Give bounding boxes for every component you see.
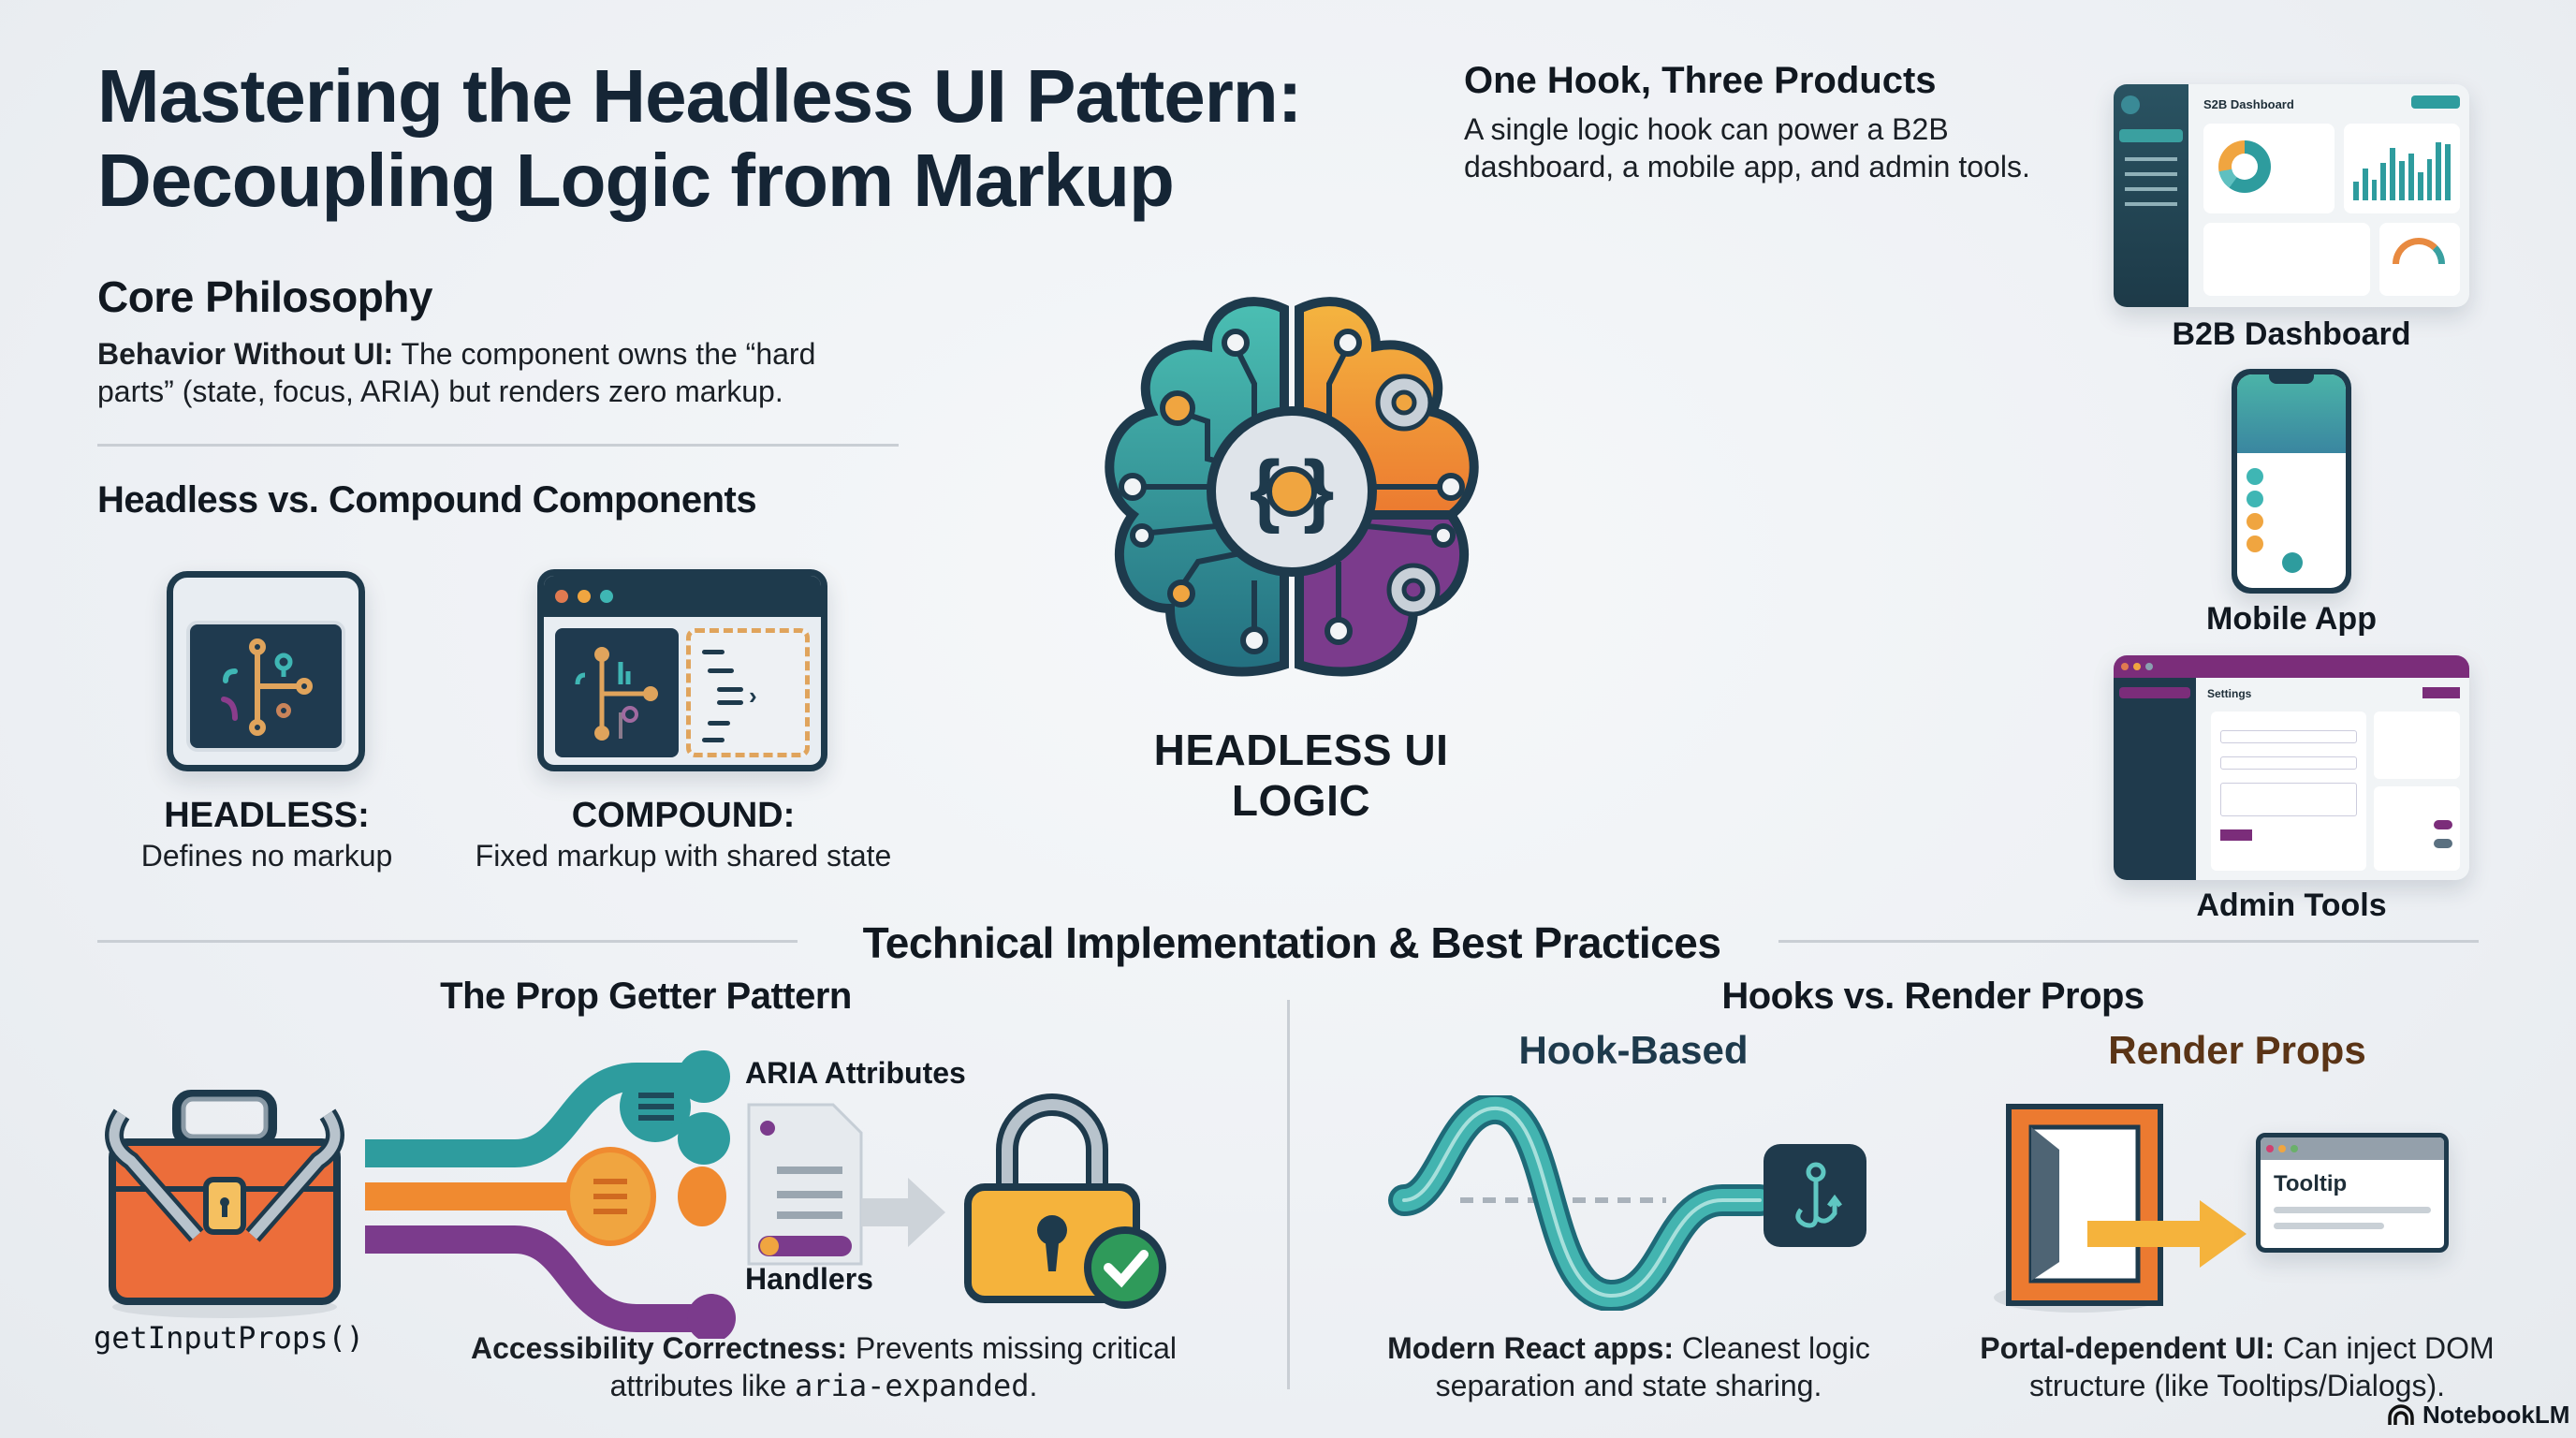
hook-wave-icon bbox=[1388, 1093, 1866, 1312]
hook-based-text: Cleanest logic separation and state shar… bbox=[1435, 1331, 1870, 1402]
hooks-vs-render-heading: Hooks vs. Render Props bbox=[1721, 976, 2144, 1017]
notebooklm-logo-icon bbox=[2388, 1403, 2414, 1425]
compound-card: › bbox=[537, 569, 827, 771]
core-philosophy-heading: Core Philosophy bbox=[97, 272, 432, 321]
accessibility-term: Accessibility Correctness: bbox=[470, 1331, 847, 1365]
aria-expanded-code: aria-expanded bbox=[795, 1368, 1030, 1403]
headless-desc: Defines no markup bbox=[140, 839, 393, 873]
headless-label: HEADLESS: bbox=[164, 796, 370, 835]
lock-illustration bbox=[955, 1093, 1179, 1318]
mobile-app-label: Mobile App bbox=[2206, 601, 2377, 637]
render-props-term: Portal-dependent UI: bbox=[1980, 1331, 2275, 1365]
page-title: Mastering the Headless UI Pattern: Decou… bbox=[97, 54, 1302, 223]
tech-heading: Technical Implementation & Best Practice… bbox=[862, 918, 1721, 967]
hook-based-term: Modern React apps: bbox=[1387, 1331, 1674, 1365]
brain-illustration: { } bbox=[1067, 281, 1516, 712]
tooltip-window: Tooltip bbox=[2256, 1133, 2449, 1253]
handlers-label: Handlers bbox=[745, 1262, 873, 1296]
headless-card bbox=[167, 571, 365, 771]
prop-branches-icon bbox=[365, 1050, 945, 1343]
prop-flow-illustration bbox=[365, 1039, 973, 1343]
brand-badge: NotebookLM bbox=[2387, 1401, 2569, 1430]
compound-desc: Fixed markup with shared state bbox=[475, 839, 892, 873]
portal-door-icon bbox=[1994, 1104, 2247, 1313]
hook-based-label: Hook-Based bbox=[1518, 1028, 1749, 1072]
gauge-card bbox=[2379, 223, 2460, 296]
window-dot-teal bbox=[600, 590, 613, 603]
brain-circuit-icon: { } bbox=[1105, 297, 1479, 677]
products-heading: One Hook, Three Products bbox=[1464, 60, 1937, 101]
admin-tools-mockup: Settings bbox=[2114, 655, 2469, 880]
tooltip-title: Tooltip bbox=[2274, 1171, 2348, 1196]
accessibility-text-end: . bbox=[1029, 1369, 1038, 1402]
prop-getter-desc: Accessibility Correctness: Prevents miss… bbox=[440, 1329, 1208, 1404]
brand-name: NotebookLM bbox=[2422, 1401, 2570, 1429]
headless-screen bbox=[186, 621, 345, 752]
tech-divider-right bbox=[1778, 940, 2479, 943]
toolbox-illustration bbox=[94, 1086, 356, 1320]
chevron-right-icon: › bbox=[749, 682, 757, 710]
accessibility-text: Prevents missing critical attributes lik… bbox=[609, 1331, 1178, 1402]
section-divider bbox=[97, 444, 899, 447]
tooltip-titlebar bbox=[2261, 1137, 2444, 1160]
hook-wave-illustration bbox=[1385, 1093, 1872, 1312]
core-philosophy-text: Behavior Without UI: The component owns … bbox=[97, 335, 846, 410]
prop-getter-heading: The Prop Getter Pattern bbox=[440, 976, 852, 1017]
center-label: HEADLESS UI LOGIC bbox=[1153, 726, 1449, 825]
products-desc: A single logic hook can power a B2B dash… bbox=[1464, 112, 2030, 183]
tech-divider-left bbox=[97, 940, 798, 943]
admin-tools-label: Admin Tools bbox=[2196, 888, 2387, 923]
mobile-app-mockup bbox=[2232, 369, 2351, 594]
dashboard-screen-title: S2B Dashboard bbox=[2203, 97, 2294, 111]
compound-titlebar bbox=[544, 576, 821, 617]
hook-based-desc: Modern React apps: Cleanest logic separa… bbox=[1385, 1329, 1872, 1404]
admin-screen-title: Settings bbox=[2207, 687, 2252, 700]
b2b-dashboard-label: B2B Dashboard bbox=[2172, 316, 2411, 352]
toolbox-icon bbox=[105, 1090, 344, 1318]
admin-sidebar bbox=[2114, 678, 2196, 880]
circuit-node-icon bbox=[221, 638, 313, 736]
donut-chart-card bbox=[2203, 124, 2334, 213]
render-props-desc: Portal-dependent UI: Can inject DOM stru… bbox=[1966, 1329, 2509, 1404]
compound-logic-pane bbox=[555, 628, 679, 757]
vertical-divider bbox=[1287, 1000, 1290, 1389]
function-name: getInputProps() bbox=[94, 1320, 364, 1356]
comparison-heading: Headless vs. Compound Components bbox=[97, 479, 757, 521]
b2b-dashboard-mockup: S2B Dashboard bbox=[2114, 84, 2469, 307]
bar-chart-card bbox=[2344, 124, 2460, 213]
mobile-header bbox=[2237, 374, 2346, 453]
title-line-1: Mastering the Headless UI Pattern: bbox=[97, 54, 1302, 138]
dashboard-sidebar bbox=[2114, 84, 2188, 307]
padlock-check-icon bbox=[964, 1093, 1166, 1309]
core-philosophy-desc: The component owns the “hard parts” (sta… bbox=[97, 337, 816, 408]
circuit-node-icon bbox=[575, 647, 658, 741]
admin-titlebar bbox=[2114, 655, 2469, 678]
compound-markup-pane: › bbox=[686, 628, 810, 757]
table-card bbox=[2203, 223, 2370, 296]
compound-label: COMPOUND: bbox=[571, 796, 796, 835]
portal-illustration bbox=[1994, 1093, 2462, 1318]
window-dot-red bbox=[555, 590, 568, 603]
aria-attributes-label: ARIA Attributes bbox=[745, 1056, 966, 1090]
window-dot-yellow bbox=[578, 590, 591, 603]
core-philosophy-term: Behavior Without UI: bbox=[97, 337, 394, 371]
title-line-2: Decoupling Logic from Markup bbox=[97, 139, 1175, 222]
render-props-label: Render Props bbox=[2108, 1028, 2366, 1072]
admin-form-card bbox=[2211, 712, 2366, 871]
render-props-text: Can inject DOM structure (like Tooltips/… bbox=[2028, 1331, 2495, 1402]
